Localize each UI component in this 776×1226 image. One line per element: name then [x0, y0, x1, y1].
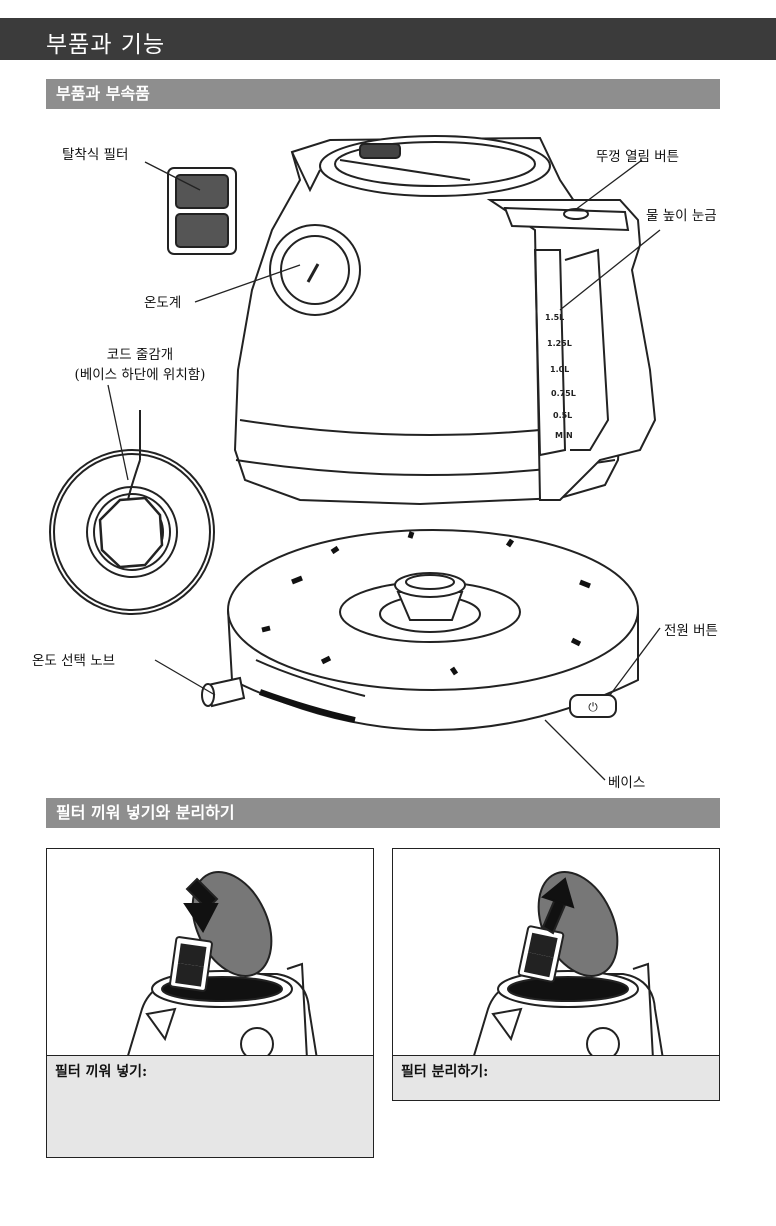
- label-lid-release-button: 뚜껑 열림 버튼: [596, 145, 679, 165]
- water-mark-1-5: 1.5L: [545, 313, 564, 322]
- kettle-body-drawing: [235, 136, 655, 504]
- water-mark-0-75: 0.75L: [551, 389, 576, 398]
- label-base: 베이스: [608, 771, 645, 791]
- insert-filter-label: 필터 끼워 넣기:: [55, 1061, 147, 1081]
- removable-filter-drawing: [168, 168, 236, 254]
- label-cord-wrap: 코드 줄감개 (베이스 하단에 위치함): [40, 343, 240, 383]
- section-title-parts: 부품과 부속품: [46, 79, 720, 109]
- water-mark-1-0: 1.0L: [550, 365, 569, 374]
- label-cord-wrap-line2: (베이스 하단에 위치함): [40, 363, 240, 383]
- page-title: 부품과 기능: [46, 25, 165, 59]
- water-mark-min: MIN: [555, 431, 573, 440]
- remove-filter-illustration: [393, 849, 719, 1059]
- svg-text:⏻: ⏻: [588, 700, 598, 714]
- label-thermometer: 온도계: [144, 291, 181, 311]
- label-cord-wrap-line1: 코드 줄감개: [40, 343, 240, 363]
- page-header: 부품과 기능: [0, 18, 776, 60]
- water-mark-1-25: 1.25L: [547, 339, 572, 348]
- insert-filter-caption: 필터 끼워 넣기:: [47, 1055, 373, 1157]
- label-temp-knob: 온도 선택 노브: [32, 649, 115, 669]
- remove-filter-box: 필터 분리하기:: [392, 848, 720, 1101]
- insert-filter-box: 필터 끼워 넣기:: [46, 848, 374, 1158]
- label-removable-filter: 탈착식 필터: [62, 143, 128, 163]
- cord-wrap-drawing: [50, 410, 214, 614]
- remove-filter-caption: 필터 분리하기:: [393, 1055, 719, 1100]
- section-title-filter: 필터 끼워 넣기와 분리하기: [46, 798, 720, 828]
- label-power-button: 전원 버튼: [664, 619, 718, 639]
- label-water-level: 물 높이 눈금: [646, 204, 717, 224]
- water-mark-0-5: 0.5L: [553, 411, 572, 420]
- remove-filter-label: 필터 분리하기:: [401, 1061, 488, 1081]
- insert-filter-illustration: [47, 849, 373, 1059]
